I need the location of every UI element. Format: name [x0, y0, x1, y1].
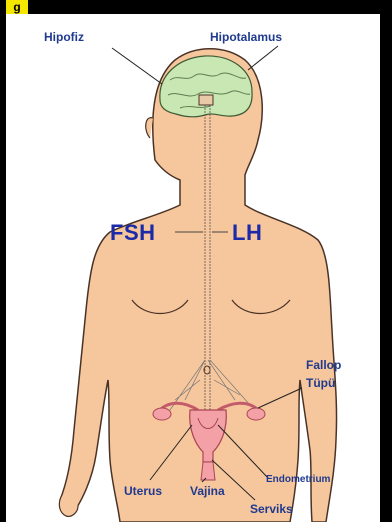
pituitary-gland	[199, 95, 213, 105]
label-fsh: FSH	[110, 220, 156, 246]
label-uterus: Uterus	[124, 484, 162, 498]
label-fallopian-line2: Tüpü	[306, 376, 335, 390]
label-cervix: Serviks	[250, 502, 293, 516]
label-fallopian-line1: Fallop	[306, 358, 341, 372]
label-endometrium: Endometrium	[266, 474, 330, 485]
label-pituitary: Hipofiz	[44, 30, 84, 44]
ovary-left	[153, 408, 171, 420]
label-lh: LH	[232, 220, 262, 246]
ear	[146, 118, 153, 138]
label-vagina: Vajina	[190, 484, 225, 498]
label-hypothalamus: Hipotalamus	[210, 30, 282, 44]
vagina-shape	[201, 462, 215, 480]
ovary-right	[247, 408, 265, 420]
pituitary-pointer	[112, 48, 162, 84]
hypothalamus-pointer	[248, 46, 278, 70]
body-silhouette	[60, 49, 337, 522]
